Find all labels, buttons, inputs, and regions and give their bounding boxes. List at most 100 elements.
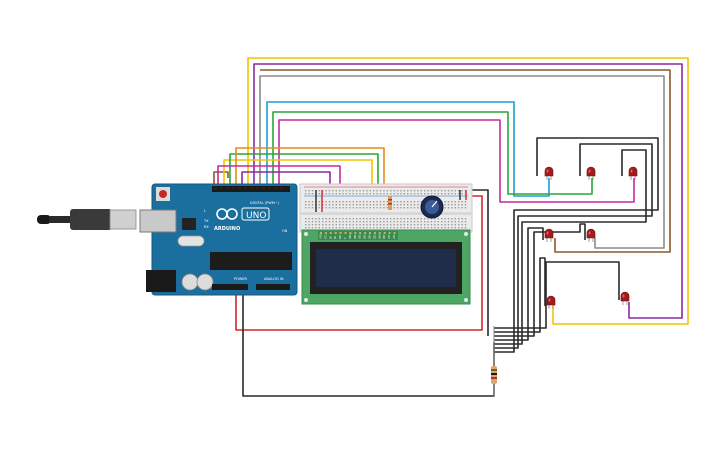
led-1[interactable] <box>544 166 554 180</box>
breadboard-hole <box>420 201 422 203</box>
breadboard-hole <box>359 227 361 229</box>
breadboard-hole <box>311 221 314 223</box>
digital-header-pins <box>214 187 283 190</box>
arduino-uno[interactable]: DIGITAL (PWM~) ARDUINO UNO L TX RX ON PO… <box>139 183 298 296</box>
resistor-band-3 <box>491 377 497 379</box>
led-5[interactable] <box>586 228 596 242</box>
breadboard-hole <box>362 221 365 223</box>
wire-led-gnd-2[interactable] <box>494 143 653 349</box>
breadboard-hole <box>403 190 405 192</box>
breadboard-hole <box>413 193 416 195</box>
lcd-pin[interactable] <box>349 232 352 234</box>
wire-gnd-black-2[interactable] <box>468 189 489 336</box>
led-4[interactable] <box>544 228 554 242</box>
lcd-pin[interactable] <box>364 232 367 234</box>
lcd-pin[interactable] <box>373 232 376 234</box>
wire-led-gnd-1[interactable] <box>494 137 659 353</box>
breadboard-hole <box>311 207 314 209</box>
breadboard-hole <box>318 190 320 192</box>
breadboard-hole <box>315 224 317 226</box>
wire-led-gnd-6[interactable] <box>494 257 546 333</box>
breadboard-hole <box>383 224 385 226</box>
wire-led-gnd-3[interactable] <box>494 149 647 345</box>
breadboard-hole <box>464 221 467 223</box>
breadboard-hole <box>424 227 426 229</box>
power-header <box>212 284 248 290</box>
wire-green[interactable] <box>272 111 593 195</box>
led-3[interactable] <box>628 166 638 180</box>
breadboard-hole <box>403 227 405 229</box>
breadboard-hole <box>413 201 416 203</box>
lcd-pin[interactable] <box>354 232 357 234</box>
lcd-pin[interactable] <box>378 232 381 234</box>
breadboard-hole <box>376 204 378 206</box>
breadboard-hole <box>379 190 382 192</box>
lcd-pin-label: RW <box>339 235 342 239</box>
reset-button[interactable] <box>159 190 167 198</box>
wire-5v-red[interactable] <box>235 195 483 331</box>
lcd-pin[interactable] <box>359 232 362 234</box>
lcd-pin[interactable] <box>383 232 386 234</box>
lcd-pin[interactable] <box>329 232 332 234</box>
breadboard-hole <box>451 227 453 229</box>
wire-gnd-black[interactable] <box>242 290 495 397</box>
wire-led-gnd-7[interactable] <box>494 261 620 329</box>
lcd-pin[interactable] <box>334 232 337 234</box>
breadboard-hole <box>345 218 348 220</box>
wire-purple-outer[interactable] <box>253 63 683 319</box>
breadboard-hole <box>464 204 467 206</box>
breadboard-hole <box>410 218 412 220</box>
breadboard-hole <box>386 224 388 226</box>
wire-yellow-outer[interactable] <box>247 57 689 325</box>
breadboard-hole <box>454 193 456 195</box>
breadboard-hole <box>403 204 405 206</box>
breadboard-hole <box>458 221 460 223</box>
led-2[interactable] <box>586 166 596 180</box>
lcd-pin[interactable] <box>320 232 322 234</box>
breadboard-hole <box>328 204 331 206</box>
wire-brown[interactable] <box>213 69 671 253</box>
breadboard-hole <box>318 227 320 229</box>
wire-gray[interactable] <box>259 75 665 249</box>
breadboard-hole <box>396 221 399 223</box>
breadboard-hole <box>430 227 433 229</box>
potentiometer[interactable] <box>420 195 444 219</box>
breadboard-hole <box>352 227 354 229</box>
breadboard-hole <box>447 227 450 229</box>
breadboard-hole <box>366 201 368 203</box>
breadboard-hole <box>447 201 450 203</box>
breadboard-hole <box>342 221 344 223</box>
ground-resistor[interactable] <box>491 326 497 396</box>
lcd-pin-label: DB3 <box>364 234 367 239</box>
lcd-mount-hole-4 <box>464 298 468 302</box>
breadboard-hole <box>352 218 354 220</box>
breadboard-hole <box>359 193 361 195</box>
breadboard-hole <box>417 207 419 209</box>
lcd-header <box>318 231 398 240</box>
wire-led-gnd-5[interactable] <box>494 223 586 337</box>
breadboard-hole <box>396 218 399 220</box>
breadboard-hole <box>322 190 324 192</box>
wire-blue[interactable] <box>266 101 550 197</box>
breadboard-hole <box>376 190 378 192</box>
led-7[interactable] <box>620 291 630 305</box>
wire-magenta[interactable] <box>278 119 635 203</box>
breadboard-hole <box>342 218 344 220</box>
lcd-pin[interactable] <box>393 232 396 234</box>
lcd-pin[interactable] <box>388 232 391 234</box>
wire-lcd-orange[interactable] <box>235 147 385 210</box>
usb-cable[interactable] <box>37 209 137 230</box>
breadboard-hole <box>451 207 453 209</box>
lcd-pin[interactable] <box>369 232 371 234</box>
lcd-pin[interactable] <box>339 232 342 234</box>
breadboard-hole <box>403 221 405 223</box>
lcd-pin[interactable] <box>324 232 327 234</box>
lcd-screen <box>316 249 456 287</box>
breadboard-hole <box>332 207 334 209</box>
breadboard-hole <box>356 201 358 203</box>
breadboard[interactable] <box>299 183 473 233</box>
led-6[interactable] <box>546 295 556 309</box>
lcd-pin[interactable] <box>344 232 347 234</box>
wire-lcd-green[interactable] <box>229 153 379 210</box>
